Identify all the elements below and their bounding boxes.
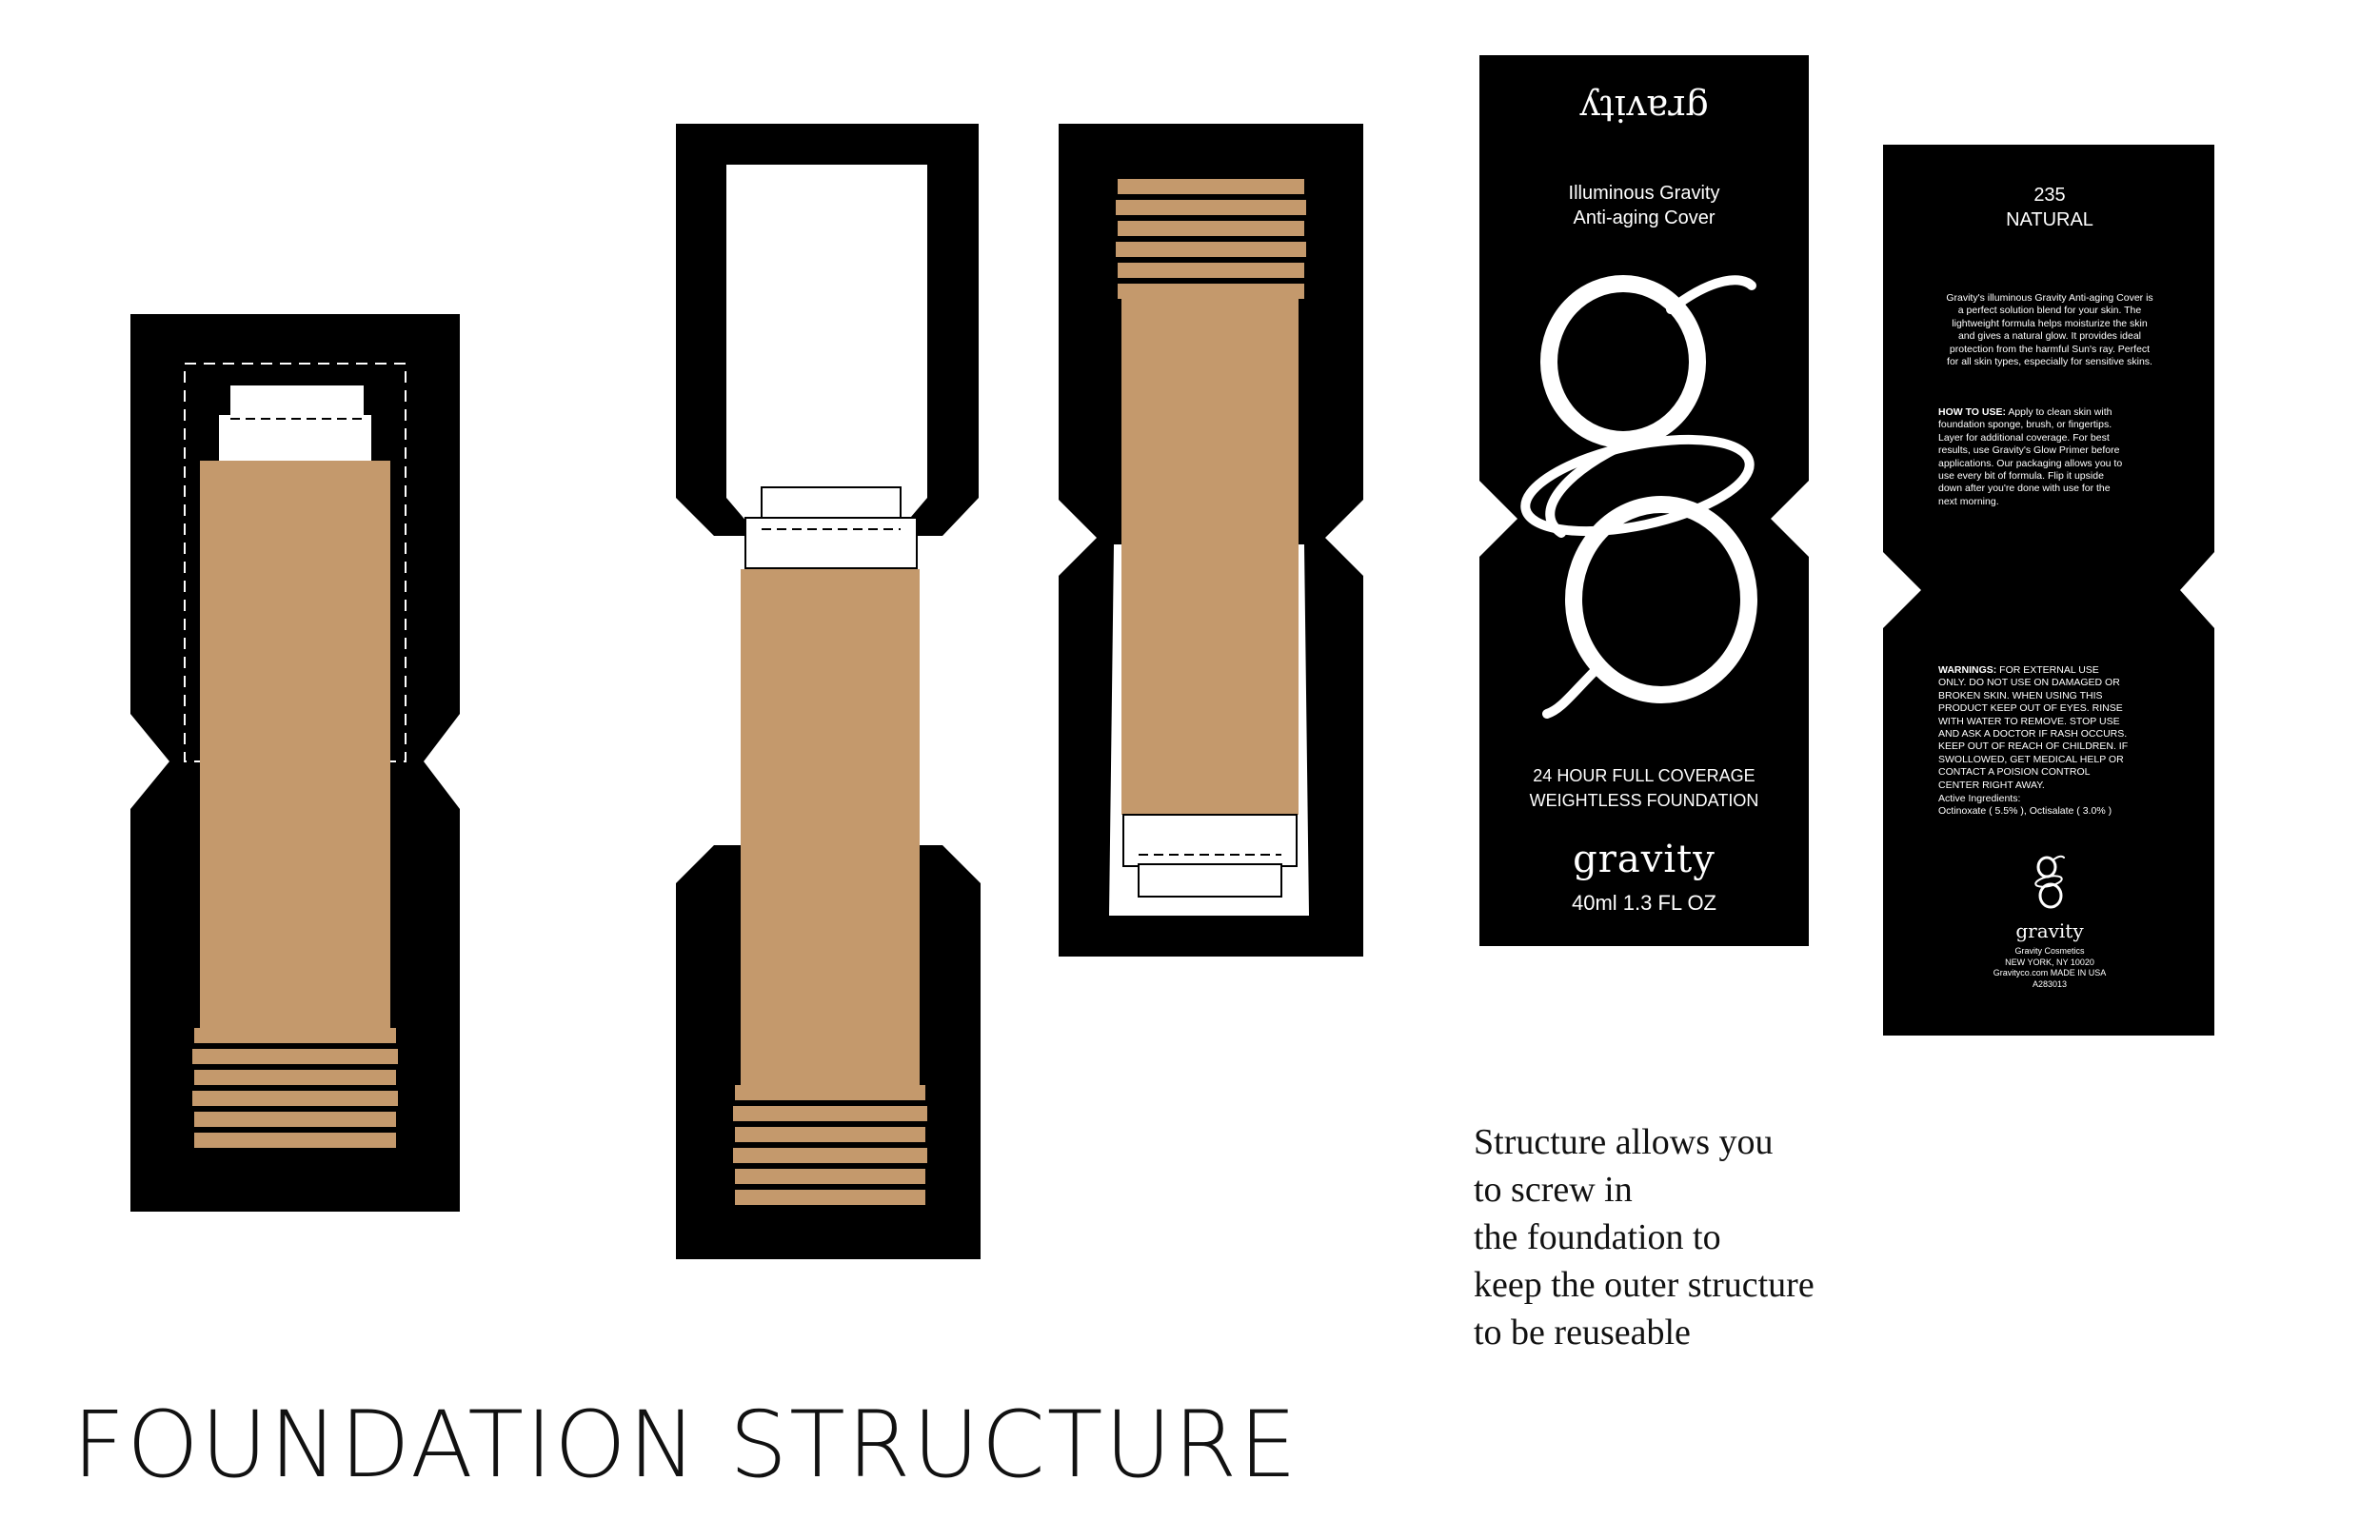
page-title: FOUNDATION STRUCTURE <box>72 1392 1299 1498</box>
shade-name: NATURAL <box>2006 209 2093 230</box>
gravity-g-monogram-icon <box>1520 275 1757 719</box>
how-to-use: HOW TO USE: Apply to clean skin with fou… <box>1938 406 2125 508</box>
warnings-text: FOR EXTERNAL USE ONLY. DO NOT USE ON DAM… <box>1938 664 2129 791</box>
how-to-use-label: HOW TO USE: <box>1938 406 2006 418</box>
product-name: Illuminous Gravity Anti-aging Cover <box>1478 181 1811 230</box>
company-line3: Gravityco.com MADE IN USA <box>1993 968 2107 977</box>
company-info: Gravity Cosmetics NEW YORK, NY 10020 Gra… <box>1883 946 2216 990</box>
active-label: Active Ingredients: <box>1938 793 2021 804</box>
caption-line2: to screw in <box>1474 1170 1633 1210</box>
foundation-bottle <box>200 461 390 1028</box>
caption-line5: to be reuseable <box>1474 1313 1691 1352</box>
screw-thread <box>192 1028 398 1148</box>
company-line4: A283013 <box>2032 978 2068 989</box>
front-brand: gravity <box>1573 838 1716 881</box>
gravity-g-monogram-icon <box>2034 855 2065 909</box>
company-line1: Gravity Cosmetics <box>2014 946 2085 956</box>
warnings: WARNINGS: FOR EXTERNAL USE ONLY. DO NOT … <box>1938 664 2129 792</box>
foundation-bottle <box>1121 293 1299 815</box>
shade-number: 235 <box>2033 185 2066 206</box>
screw-thread <box>733 1085 927 1205</box>
company-line2: NEW YORK, NY 10020 <box>2005 957 2094 967</box>
how-to-use-text: Apply to clean skin with foundation spon… <box>1938 406 2123 507</box>
cap <box>1122 814 1298 898</box>
caption-line3: the foundation to <box>1474 1217 1721 1257</box>
claim-line1: 24 HOUR FULL COVERAGE <box>1533 766 1755 785</box>
active-ingredients: Active Ingredients: Octinoxate ( 5.5% ),… <box>1938 793 2138 819</box>
caption-line4: keep the outer structure <box>1474 1265 1815 1305</box>
screw-thread <box>1116 179 1306 299</box>
volume: 40ml 1.3 FL OZ <box>1571 891 1716 915</box>
back-brand: gravity <box>2015 919 2084 942</box>
claim-line2: WEIGHTLESS FOUNDATION <box>1529 791 1759 810</box>
warnings-label: WARNINGS: <box>1938 664 1997 676</box>
product-name-line2: Anti-aging Cover <box>1573 207 1716 228</box>
pump-cap <box>219 385 371 461</box>
active-text: Octinoxate ( 5.5% ), Octisalate ( 3.0% ) <box>1938 805 2112 818</box>
product-description: Gravity's illuminous Gravity Anti-aging … <box>1946 292 2153 368</box>
product-claim: 24 HOUR FULL COVERAGE WEIGHTLESS FOUNDAT… <box>1478 763 1811 813</box>
structure-caption: Structure allows you to screw in the fou… <box>1474 1118 1969 1356</box>
cap <box>744 486 918 569</box>
open-box-top-flap <box>676 124 979 536</box>
shade: 235 NATURAL <box>1883 183 2216 232</box>
foundation-bottle <box>741 569 920 1087</box>
caption-line1: Structure allows you <box>1474 1122 1774 1162</box>
product-name-line1: Illuminous Gravity <box>1568 183 1720 204</box>
